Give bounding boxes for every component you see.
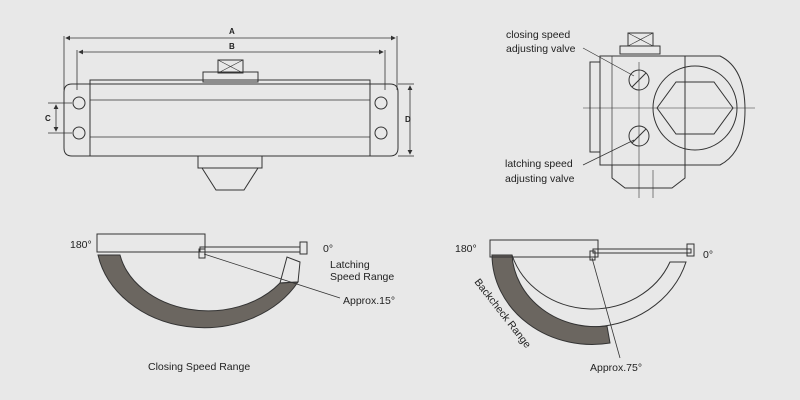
closing-valve-label-2: adjusting valve: [506, 43, 576, 55]
closing-speed-caption: Closing Speed Range: [148, 361, 250, 373]
backcheck-diagram: [489, 239, 695, 359]
latching-range-label-1: Latching: [330, 259, 370, 271]
mounting-plate: [63, 83, 399, 157]
side-bottom: [611, 165, 686, 189]
mount-hole: [374, 96, 388, 110]
right-door-180: [489, 239, 599, 258]
latching-valve-label-2: adjusting valve: [505, 173, 575, 185]
arm-0: [199, 246, 301, 253]
approx-15-leader: [203, 253, 341, 299]
right-approx-label: Approx.75°: [590, 362, 642, 374]
backcheck-band: [491, 254, 611, 345]
latching-range-label-2: Speed Range: [330, 271, 394, 283]
right-angle-180: 180°: [455, 243, 477, 255]
closer-body: [89, 79, 371, 157]
mount-hole: [72, 96, 86, 110]
closing-speed-band: [97, 254, 299, 329]
closing-valve-label-1: closing speed: [506, 29, 570, 41]
latching-valve-leader: [582, 139, 635, 166]
left-approx-label: Approx.15°: [343, 295, 395, 307]
latching-valve-label-1: latching speed: [505, 158, 573, 170]
closing-speed-diagram: [96, 233, 341, 329]
front-view: [48, 35, 414, 191]
bottom-cone: [201, 167, 259, 191]
closing-valve-leader: [582, 47, 635, 77]
dim-a-label: A: [229, 27, 235, 36]
left-angle-180: 180°: [70, 239, 92, 251]
latching-speed-band: [279, 256, 301, 284]
mount-hole: [374, 126, 388, 140]
mount-hole: [72, 126, 86, 140]
side-plate: [685, 55, 746, 166]
side-view: [582, 32, 755, 198]
left-angle-0: 0°: [323, 243, 333, 255]
dim-d-label: D: [405, 115, 411, 124]
bottom-cap: [197, 155, 263, 169]
spindle-base: [202, 71, 259, 83]
approx-75-leader: [591, 257, 621, 359]
spindle-nut: [217, 59, 244, 74]
right-arm-0: [592, 248, 692, 254]
right-angle-0: 0°: [703, 249, 713, 261]
dim-b-label: B: [229, 42, 235, 51]
door-180: [96, 233, 206, 253]
dim-c-label: C: [45, 114, 51, 123]
